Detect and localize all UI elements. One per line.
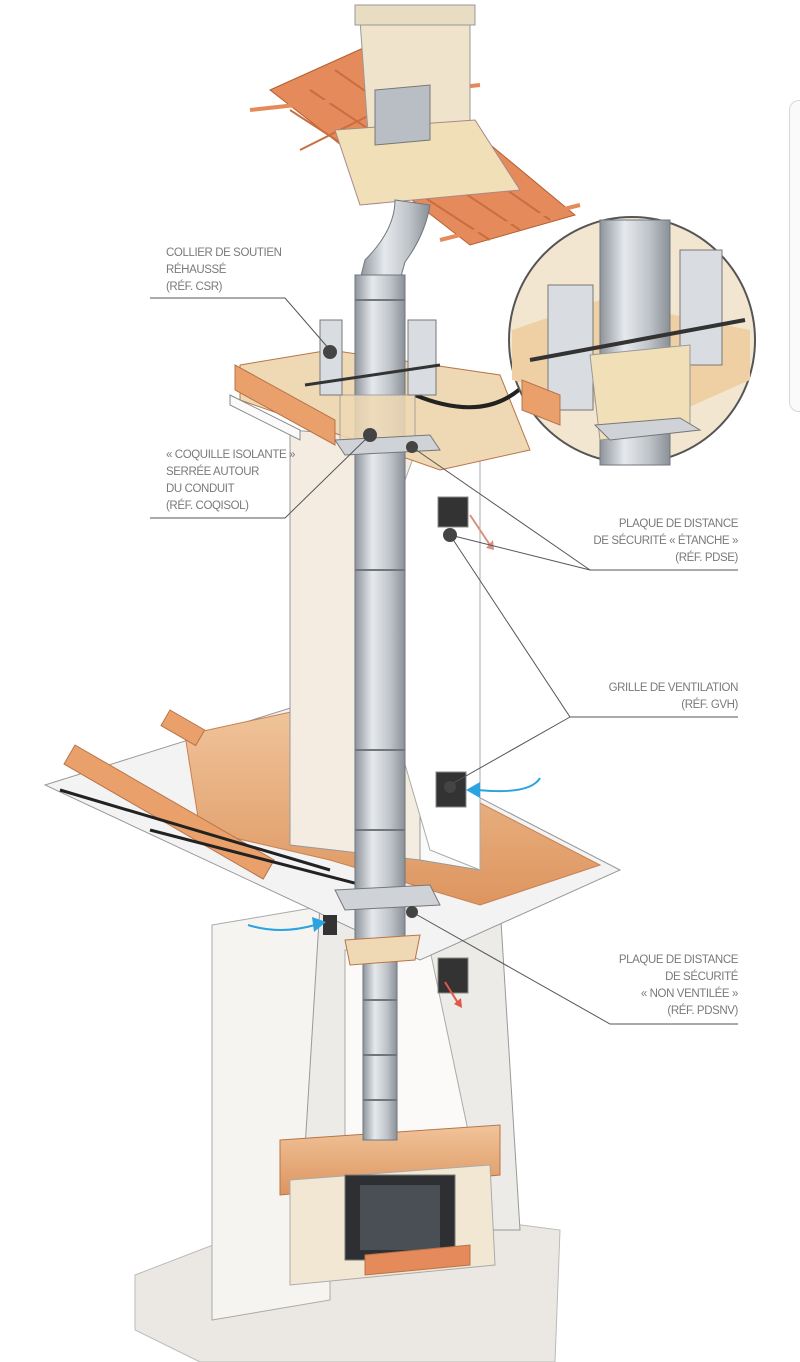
label-line: RÉHAUSSÉ bbox=[166, 264, 227, 276]
chimney-stack bbox=[334, 4, 521, 206]
label-line: (RÉF. GVH) bbox=[681, 699, 738, 711]
label-grille-gvh: GRILLE DE VENTILATION (RÉF. GVH) bbox=[608, 680, 739, 714]
label-line: PLAQUE DE DISTANCE bbox=[618, 954, 739, 966]
label-line: DE SÉCURITÉ bbox=[665, 971, 738, 983]
ventilation-grille-hood bbox=[323, 915, 337, 935]
label-line: (RÉF. COQISOL) bbox=[166, 500, 249, 512]
callout-lines bbox=[150, 297, 738, 1025]
label-line: DU CONDUIT bbox=[166, 483, 235, 495]
ventilation-grille-top bbox=[437, 496, 469, 528]
label-line: PLAQUE DE DISTANCE bbox=[618, 518, 739, 530]
label-line: « COQUILLE ISOLANTE » bbox=[166, 449, 296, 461]
ventilation-grille-low bbox=[437, 957, 469, 994]
label-collier-csr: COLLIER DE SOUTIEN RÉHAUSSÉ (RÉF. CSR) bbox=[166, 245, 282, 296]
label-line: COLLIER DE SOUTIEN bbox=[166, 247, 282, 259]
side-scroll-handle[interactable] bbox=[789, 100, 800, 412]
fireplace bbox=[279, 1124, 501, 1286]
label-coquille-coqisol: « COQUILLE ISOLANTE » SERRÉE AUTOUR DU C… bbox=[166, 447, 295, 515]
label-line: « NON VENTILÉE » bbox=[640, 988, 739, 1000]
label-line: (RÉF. PDSNV) bbox=[667, 1005, 738, 1017]
label-plaque-pdsnv: PLAQUE DE DISTANCE DE SÉCURITÉ « NON VEN… bbox=[618, 952, 739, 1020]
label-line: DE SÉCURITÉ « ÉTANCHE » bbox=[593, 535, 738, 547]
label-line: (RÉF. PDSE) bbox=[675, 552, 738, 564]
flue-pipe bbox=[304, 199, 441, 1141]
callout-dots bbox=[323, 345, 457, 918]
label-line: GRILLE DE VENTILATION bbox=[608, 682, 739, 694]
label-line: SERRÉE AUTOUR bbox=[166, 466, 259, 478]
label-plaque-pdse: PLAQUE DE DISTANCE DE SÉCURITÉ « ÉTANCHE… bbox=[593, 516, 738, 567]
detail-inset-circle bbox=[508, 216, 756, 466]
label-line: (RÉF. CSR) bbox=[166, 281, 223, 293]
